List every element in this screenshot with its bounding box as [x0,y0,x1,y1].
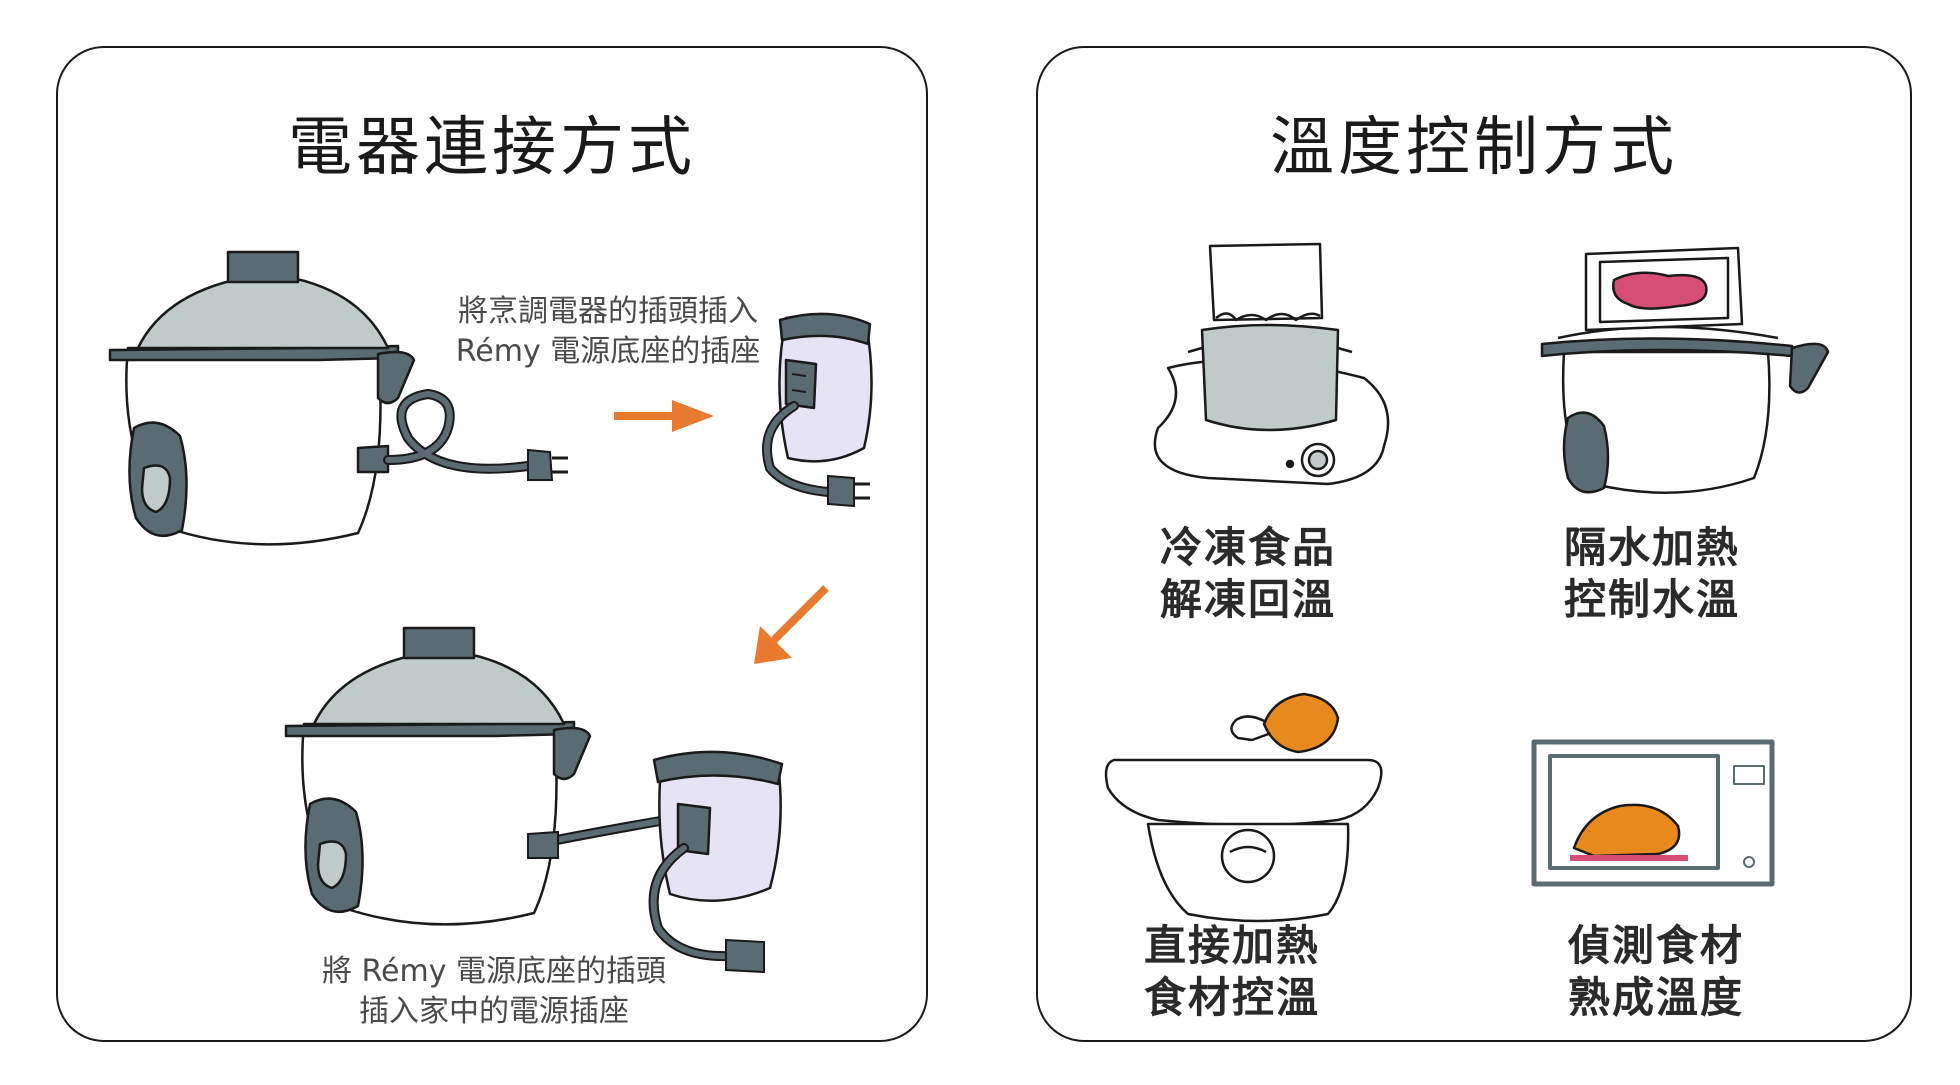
rice-cooker-icon [284,626,592,926]
temperature-control-panel: 溫度控制方式 [1036,46,1912,1042]
connection-panel-title: 電器連接方式 [288,111,696,185]
item-frozen-line2: 解凍回溫 [1159,575,1336,624]
microwave-chicken-icon [1531,739,1775,887]
item-detect-caption: 偵測食材 熟成溫度 [1536,920,1776,1024]
item-frozen-line1: 冷凍食品 [1159,523,1336,572]
connection-panel: 電器連接方式 [56,46,928,1042]
item-direct-heat-line1: 直接加熱 [1143,921,1320,970]
plug-icon [527,448,568,481]
item-frozen-caption: 冷凍食品 解凍回溫 [1128,522,1368,626]
chicken-leg-pot-icon [1104,692,1383,923]
temperature-illustration [1104,242,1830,923]
temperature-panel-title: 溫度控制方式 [1270,111,1678,185]
item-detect-line2: 熟成溫度 [1567,973,1744,1022]
connection-illustration [108,250,873,974]
item-direct-heat-caption: 直接加熱 食材控溫 [1112,920,1352,1024]
plug-icon [827,474,870,508]
power-base-icon [652,750,784,902]
step1-caption-line2: Rémy 電源底座的插座 [455,334,761,369]
power-base-icon [778,312,873,463]
arrow-down-left-icon [754,585,829,664]
step1-caption-line1: 將烹調電器的插頭插入 [458,294,758,329]
item-water-bath-line2: 控制水溫 [1563,575,1740,624]
item-water-bath-line1: 隔水加熱 [1563,523,1740,572]
item-detect-line1: 偵測食材 [1567,921,1744,970]
sous-vide-cooker-icon [1540,246,1830,494]
step2-caption-line1: 將 Rémy 電源底座的插頭 [321,954,666,989]
rice-cooker-icon [108,250,416,546]
item-water-bath-caption: 隔水加熱 控制水溫 [1532,522,1772,626]
step2-caption: 將 Rémy 電源底座的插頭 插入家中的電源插座 [284,952,704,1032]
frozen-bag-pot-icon [1153,242,1390,486]
item-direct-heat-line2: 食材控溫 [1143,973,1320,1022]
step1-caption: 將烹調電器的插頭插入 Rémy 電源底座的插座 [388,292,828,372]
step2-caption-line2: 插入家中的電源插座 [359,994,629,1029]
arrow-right-icon [614,400,714,432]
